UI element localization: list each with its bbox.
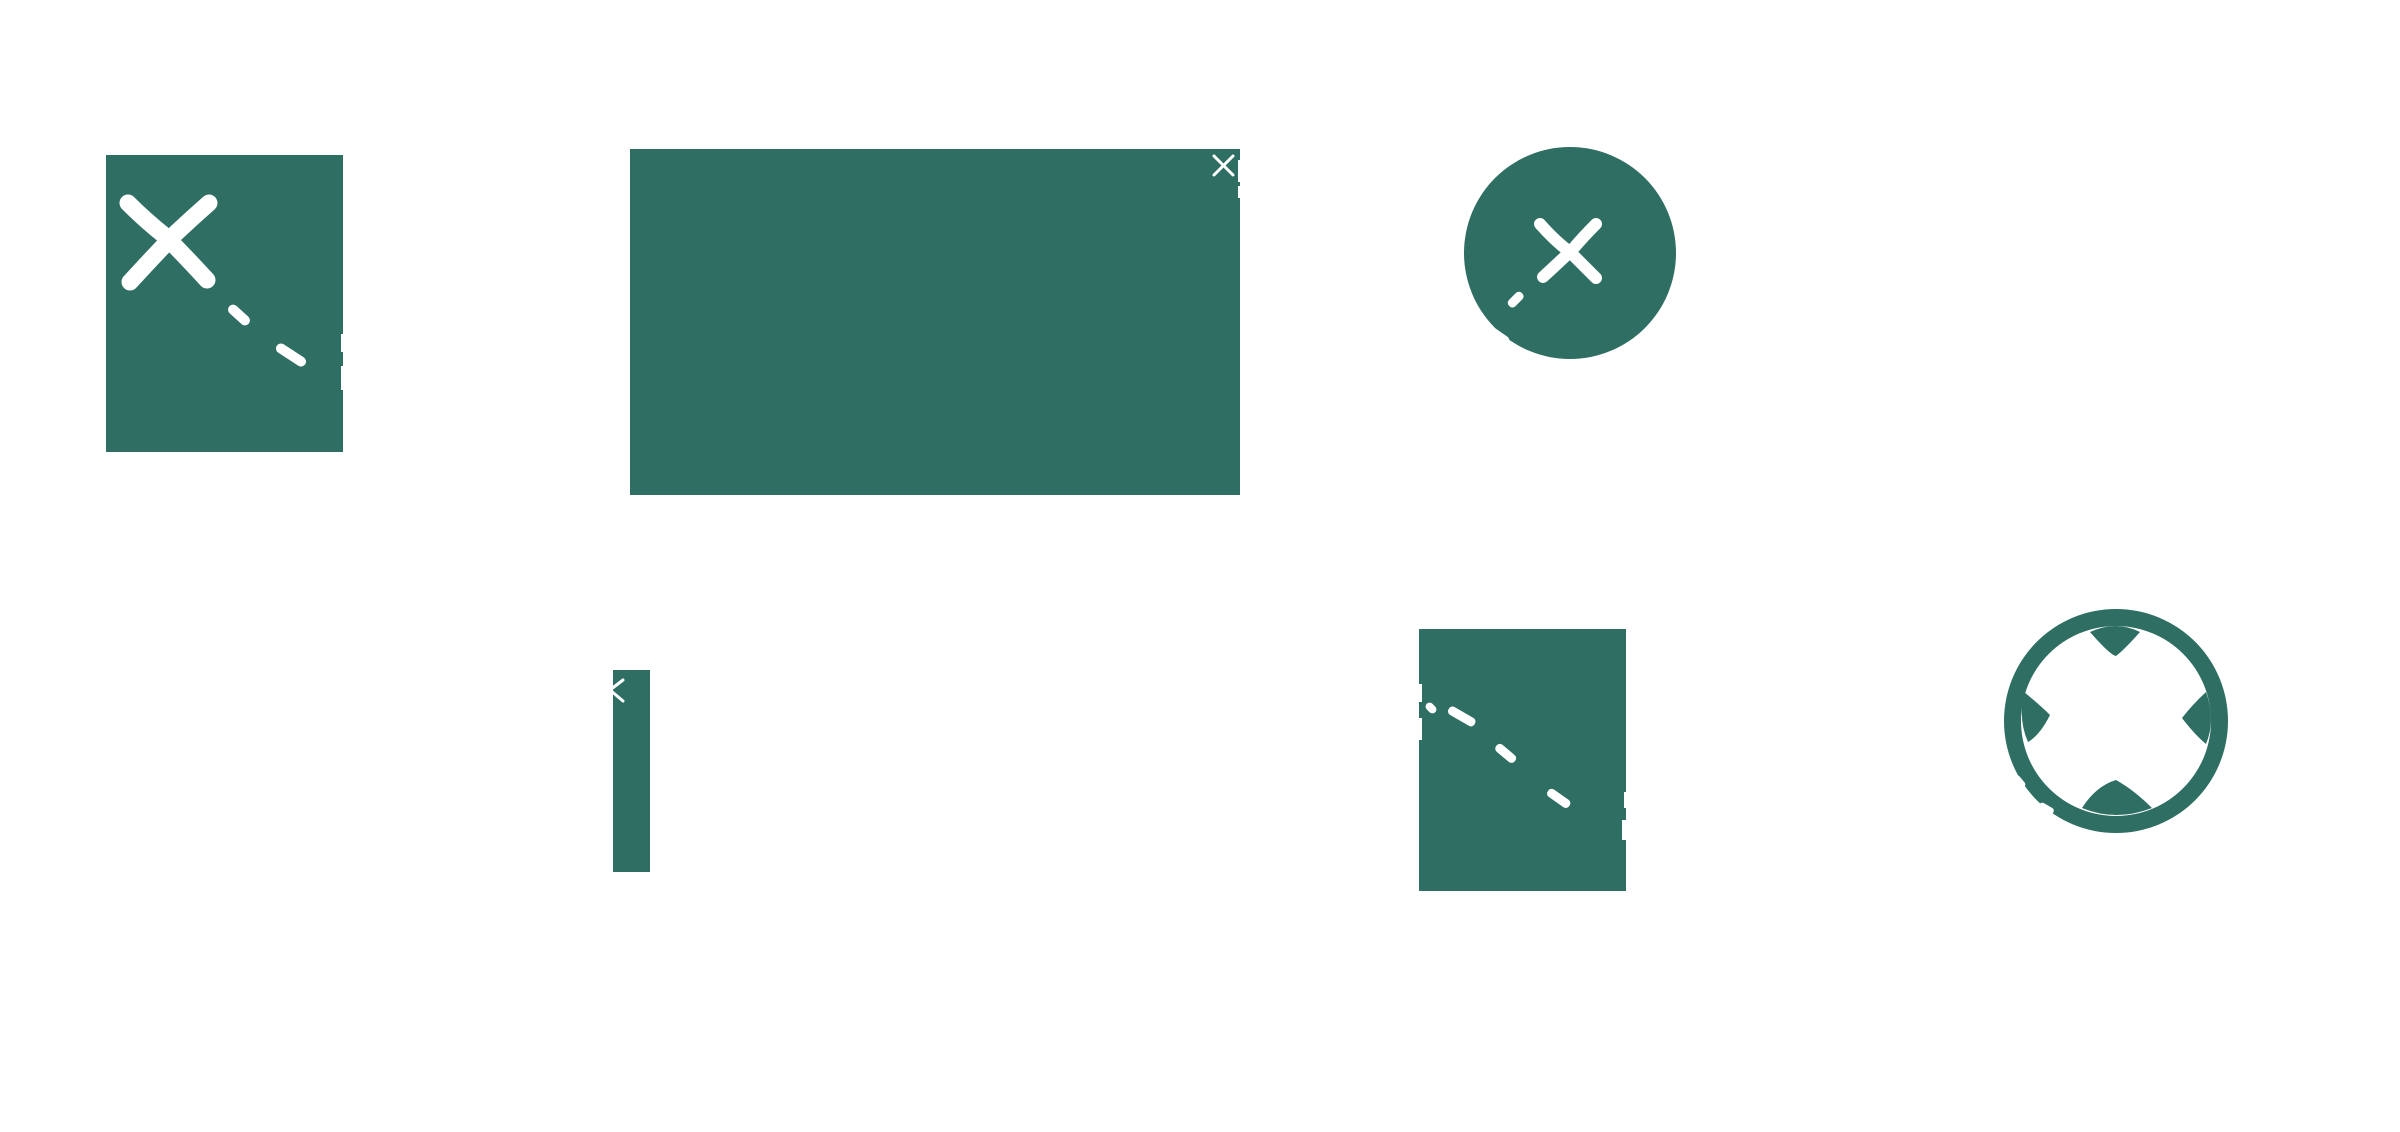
close-circle-icon[interactable] bbox=[1464, 147, 1676, 359]
badge-tile bbox=[106, 155, 343, 452]
close-cut-icon[interactable] bbox=[1410, 629, 1634, 891]
circle-x-mark bbox=[1534, 218, 1602, 284]
badge-perforation bbox=[228, 304, 307, 367]
badge-x-mark bbox=[119, 194, 218, 291]
badge-notch bbox=[341, 334, 351, 352]
close-ring-icon[interactable] bbox=[2004, 609, 2228, 833]
close-badge-icon[interactable] bbox=[106, 155, 351, 452]
panel-notch bbox=[1238, 186, 1246, 198]
cut-notch bbox=[1624, 792, 1634, 808]
badge-notch bbox=[341, 366, 351, 390]
circle-perforation bbox=[1470, 291, 1524, 346]
close-button-icon[interactable] bbox=[630, 149, 1246, 495]
cut-notch bbox=[1622, 820, 1634, 840]
panel-tile bbox=[630, 149, 1240, 495]
ring-perforation bbox=[2012, 775, 2054, 816]
cut-tile bbox=[1419, 629, 1626, 891]
cut-perforation bbox=[1425, 702, 1571, 808]
tab-x-mark bbox=[608, 678, 625, 703]
panel-x-mark bbox=[1212, 154, 1235, 177]
cut-notch bbox=[1410, 684, 1422, 702]
close-tab-icon[interactable] bbox=[608, 670, 650, 872]
tab-tile bbox=[613, 670, 650, 872]
panel-notch bbox=[1238, 160, 1246, 182]
ring-hole bbox=[2021, 626, 2211, 816]
cut-notch bbox=[1410, 718, 1422, 740]
ring-x-wedges bbox=[2021, 626, 2211, 815]
